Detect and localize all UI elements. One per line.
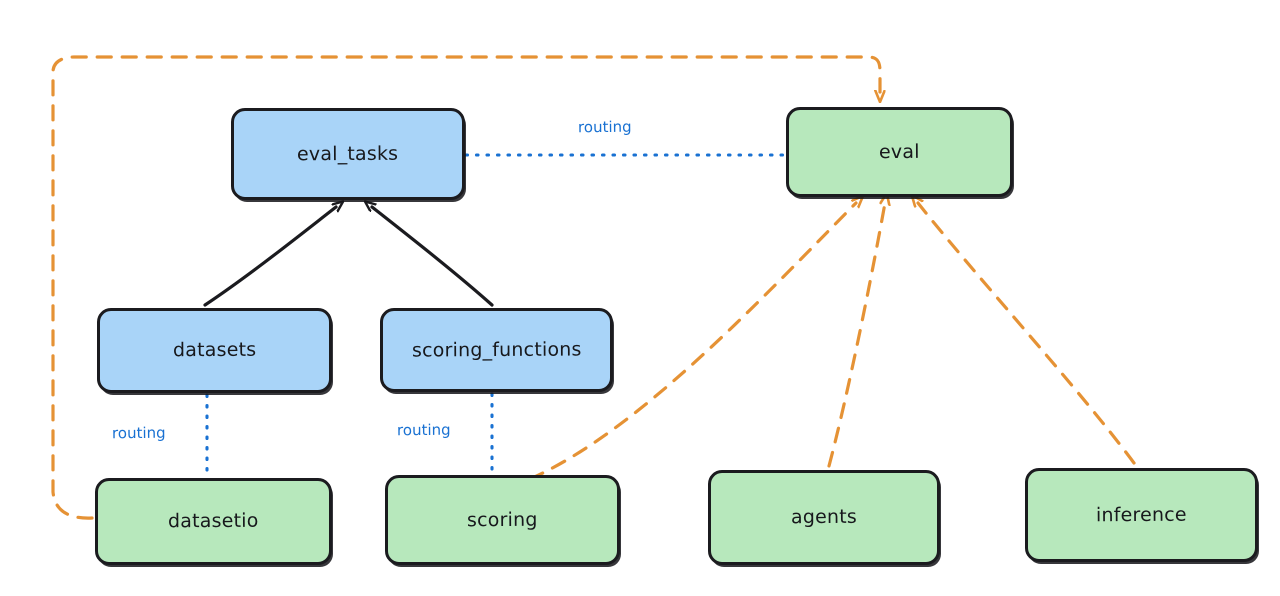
- node-scoring-functions[interactable]: scoring_functions: [380, 308, 613, 392]
- node-label: eval_tasks: [297, 142, 399, 165]
- edge-datasets-to-eval-tasks: [203, 207, 336, 307]
- edge-scoring-functions-to-eval-tasks: [372, 207, 494, 307]
- node-agents[interactable]: agents: [708, 470, 940, 565]
- node-label: scoring_functions: [411, 338, 582, 362]
- node-label: datasetio: [168, 509, 259, 533]
- node-label: datasets: [172, 338, 257, 362]
- node-label: agents: [790, 505, 858, 529]
- edge-datasetio-to-eval: [51, 55, 880, 520]
- edge-label-routing-scoring-functions-scoring: routing: [396, 420, 451, 440]
- node-datasets[interactable]: datasets: [97, 308, 332, 393]
- node-label: scoring: [467, 508, 538, 531]
- node-eval-tasks[interactable]: eval_tasks: [231, 108, 465, 200]
- node-label: eval: [879, 140, 920, 163]
- node-datasetio[interactable]: datasetio: [95, 478, 332, 565]
- edge-agents-to-eval: [827, 203, 885, 468]
- node-scoring[interactable]: scoring: [385, 475, 620, 565]
- edge-label-routing-eval-tasks-eval: routing: [577, 117, 632, 137]
- edge-inference-to-eval: [918, 203, 1136, 465]
- node-label: inference: [1096, 503, 1187, 526]
- node-inference[interactable]: inference: [1025, 468, 1258, 562]
- edge-label-routing-datasets-datasetio: routing: [111, 423, 166, 443]
- node-eval[interactable]: eval: [786, 107, 1013, 197]
